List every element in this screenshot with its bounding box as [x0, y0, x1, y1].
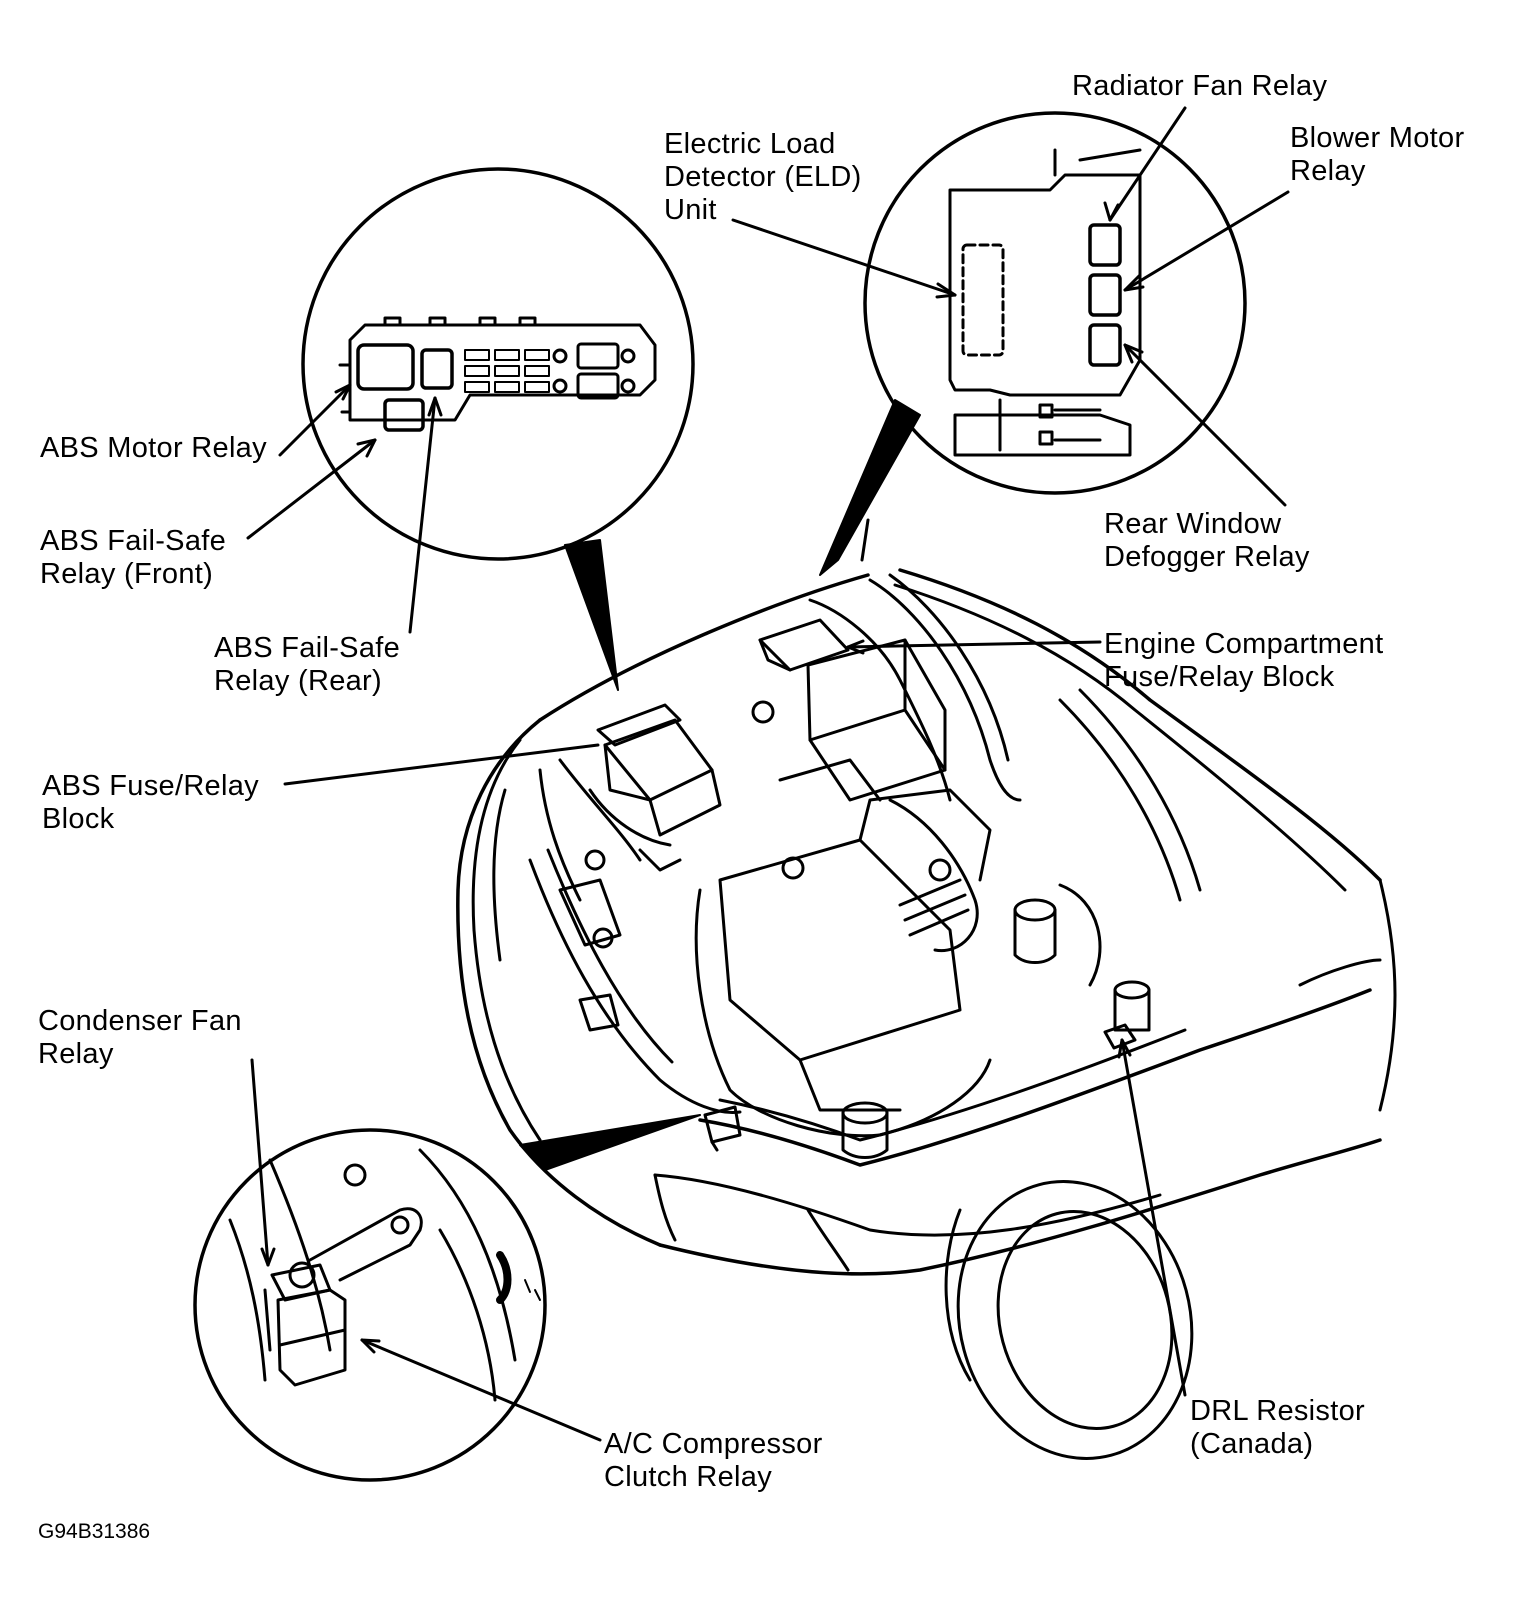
- label-radiator-fan-relay: Radiator Fan Relay: [1072, 70, 1328, 102]
- label-engine-compartment-block: Engine Compartment Fuse/Relay Block: [1104, 628, 1384, 693]
- label-ac-compressor-clutch-relay: A/C Compressor Clutch Relay: [604, 1428, 823, 1493]
- label-abs-failsafe-front: ABS Fail-Safe Relay (Front): [40, 525, 227, 590]
- condenser-detail-circle: [193, 1128, 547, 1482]
- figure-code: G94B31386: [38, 1520, 151, 1543]
- label-abs-failsafe-rear: ABS Fail-Safe Relay (Rear): [214, 632, 401, 697]
- callout-wedges: [519, 399, 921, 1171]
- label-rear-window-defogger-relay: Rear Window Defogger Relay: [1104, 508, 1310, 573]
- label-eld-unit: Electric Load Detector (ELD) Unit: [664, 128, 862, 226]
- engine-fusebox-detail-circle: [863, 111, 1247, 495]
- label-condenser-fan-relay: Condenser Fan Relay: [38, 1005, 242, 1070]
- label-drl-resistor: DRL Resistor (Canada): [1190, 1395, 1365, 1460]
- label-blower-motor-relay: Blower Motor Relay: [1290, 122, 1465, 187]
- leader-lines: [246, 106, 1290, 1442]
- abs-detail-circle: [301, 167, 695, 561]
- label-abs-motor-relay: ABS Motor Relay: [40, 432, 267, 464]
- label-abs-fuse-relay-block: ABS Fuse/Relay Block: [42, 770, 259, 835]
- car-illustration: [456, 518, 1397, 1460]
